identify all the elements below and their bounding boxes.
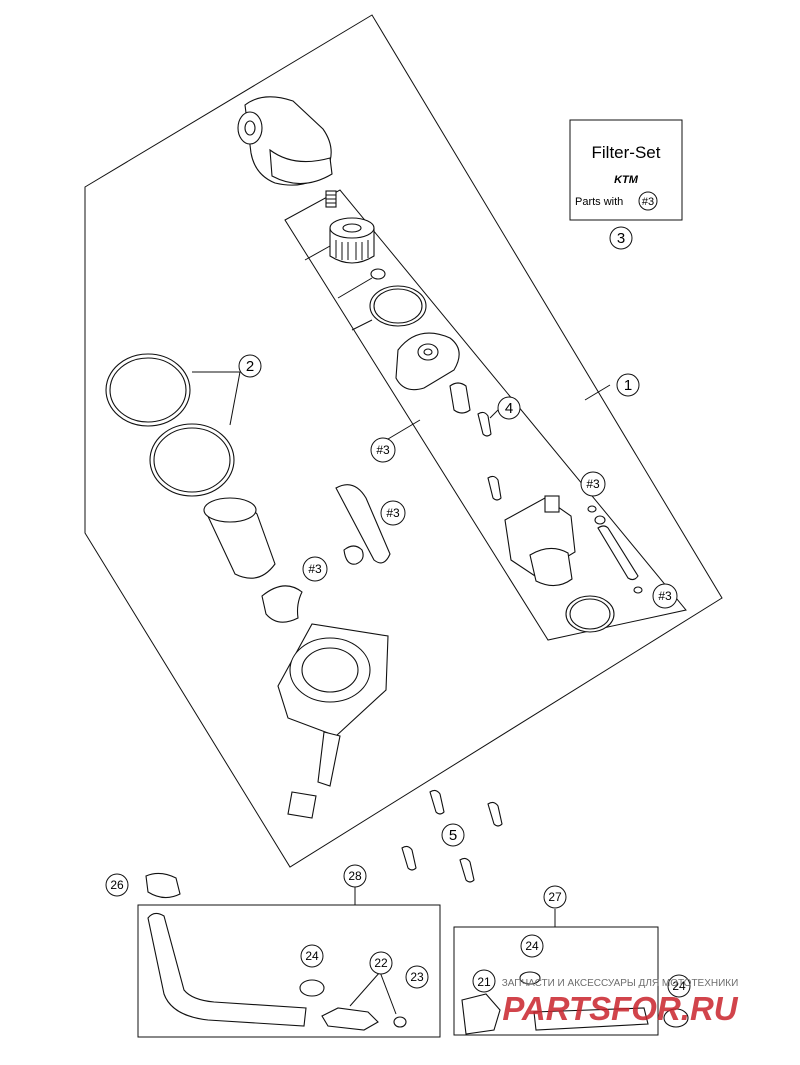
callout-2: 2 — [238, 354, 262, 378]
fuel-pump-motor-part — [504, 495, 576, 587]
screw-part-4 — [477, 411, 492, 437]
callout-21: 21 — [472, 969, 496, 993]
sleeve-part — [449, 382, 471, 414]
ktm-logo: KTM — [614, 174, 639, 186]
watermark-tagline: ЗАПЧАСТИ И АКСЕССУАРЫ ДЛЯ МОТОТЕХНИКИ — [502, 978, 739, 989]
item27-group-box — [453, 926, 659, 1036]
callout-3: 3 — [609, 226, 633, 250]
callout-24-b: 24 — [520, 934, 544, 958]
screw-5-d — [459, 857, 475, 883]
bracket-part — [335, 484, 391, 564]
screw-5-b — [487, 801, 503, 827]
ref-3-c: #3 — [302, 556, 328, 582]
filter-set-parts-with: Parts with — [575, 196, 623, 208]
filter-set-title: Filter-Set — [592, 143, 661, 162]
callout-23: 23 — [405, 965, 429, 989]
svg-text:4: 4 — [505, 400, 513, 417]
ref-3-a: #3 — [370, 437, 396, 463]
group-o-ring-part — [565, 595, 615, 633]
svg-text:#3: #3 — [658, 589, 672, 603]
svg-text:1: 1 — [624, 377, 632, 394]
pump-housing-part — [277, 623, 389, 819]
assembly-outline — [84, 14, 723, 868]
callout-26: 26 — [105, 873, 129, 897]
svg-text:#3: #3 — [308, 562, 322, 576]
svg-text:#3: #3 — [376, 443, 390, 457]
small-seal-part-2 — [594, 515, 606, 525]
pump-head-part — [237, 96, 333, 186]
item1-group-outline — [284, 189, 687, 641]
callout-24-a: 24 — [300, 944, 324, 968]
fuel-hose-part — [147, 912, 307, 1027]
end-clamp-part — [663, 1008, 689, 1028]
screw-5-a — [429, 789, 445, 815]
callout-22: 22 — [369, 951, 393, 975]
svg-text:#3: #3 — [386, 506, 400, 520]
ref-3-e: #3 — [652, 583, 678, 609]
svg-text:28: 28 — [348, 869, 362, 883]
svg-text:21: 21 — [477, 975, 491, 989]
callout-27: 27 — [543, 885, 567, 909]
spring-part — [325, 190, 337, 208]
clip-part — [343, 545, 364, 565]
quick-connector-part — [461, 993, 501, 1035]
svg-text:24: 24 — [672, 979, 686, 993]
small-o-ring-part — [370, 268, 386, 280]
large-o-ring-part — [369, 285, 427, 327]
connector-o-ring-part — [393, 1016, 407, 1028]
filter-set-ref: #3 — [642, 196, 654, 208]
gasket-ring-upper-part — [105, 353, 191, 427]
hose-clamp-part — [299, 979, 325, 997]
callout-1: 1 — [616, 373, 640, 397]
small-seal-part — [587, 505, 597, 513]
screw-5-c — [401, 845, 417, 871]
ref-3-b: #3 — [380, 500, 406, 526]
watermark-logo: PARTSFOR.RU — [502, 990, 738, 1027]
svg-text:24: 24 — [525, 939, 539, 953]
item28-group-box — [137, 904, 441, 1038]
svg-text:3: 3 — [617, 230, 625, 247]
svg-text:#3: #3 — [586, 477, 600, 491]
svg-text:23: 23 — [410, 970, 424, 984]
callout-5: 5 — [441, 823, 465, 847]
connector-part — [321, 1007, 379, 1031]
hose-clip-part — [145, 872, 181, 899]
fuel-tube-part — [597, 525, 639, 581]
svg-text:27: 27 — [548, 890, 562, 904]
callout-4: 4 — [497, 396, 521, 420]
filter-cap-part — [395, 332, 460, 391]
filter-part — [329, 217, 375, 264]
holder-part — [261, 585, 303, 623]
short-hose-part — [533, 1007, 649, 1031]
svg-text:24: 24 — [305, 949, 319, 963]
connector-clamp-part — [519, 971, 541, 985]
filter-set-box: Filter-Set KTM Parts with #3 — [569, 119, 683, 221]
svg-text:5: 5 — [449, 827, 457, 844]
ref-3-d: #3 — [580, 471, 606, 497]
svg-text:2: 2 — [246, 358, 254, 375]
strainer-sleeve-part — [203, 497, 276, 579]
gasket-ring-lower-part — [149, 423, 235, 497]
svg-text:22: 22 — [374, 956, 388, 970]
callout-28: 28 — [343, 864, 367, 888]
tube-o-ring-part — [633, 586, 643, 594]
callout-24-c: 24 — [667, 974, 691, 998]
svg-text:26: 26 — [110, 878, 124, 892]
screw-part-small — [487, 475, 502, 501]
